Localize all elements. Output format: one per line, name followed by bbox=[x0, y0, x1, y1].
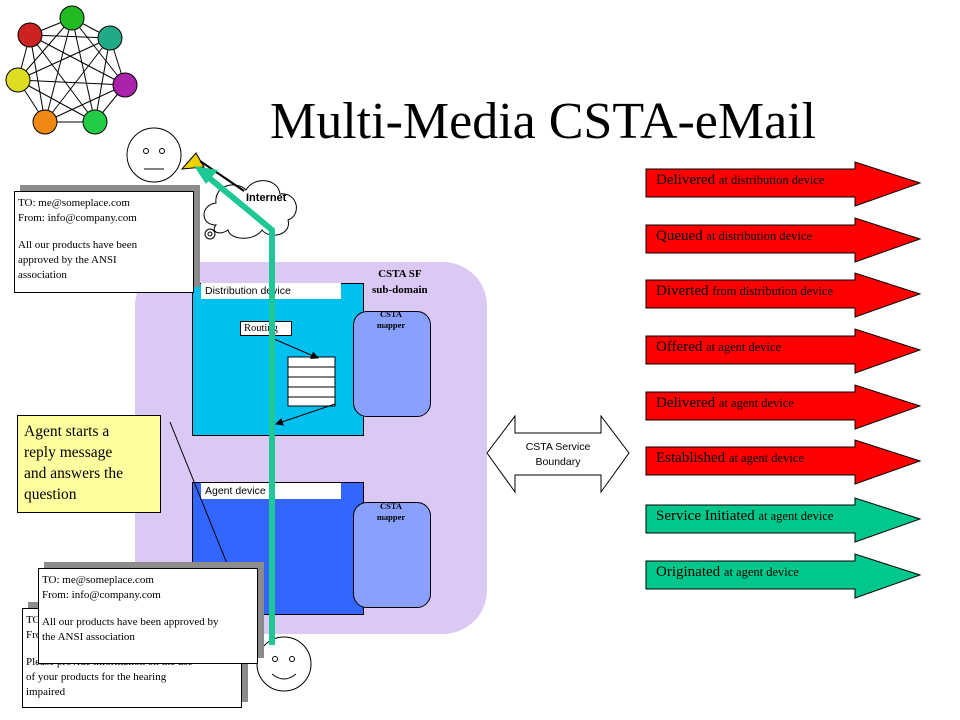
event-name: Delivered bbox=[656, 395, 719, 411]
event-arrow bbox=[645, 497, 921, 543]
mapper-label-line2: mapper bbox=[376, 320, 406, 330]
email-note-bottom-front: TO: me@someplace.com From: info@company.… bbox=[38, 568, 258, 664]
event-location: at agent device bbox=[706, 340, 782, 354]
email-body-line: All our products have been approved by bbox=[42, 616, 219, 628]
callout-pointer bbox=[169, 421, 237, 587]
subdomain-label-line2: sub-domain bbox=[372, 284, 428, 296]
service-boundary-line2: Boundary bbox=[535, 456, 581, 468]
mapper-label-line2: mapper bbox=[376, 512, 406, 522]
event-name: Service Initiated bbox=[656, 508, 759, 524]
event-arrow bbox=[645, 439, 921, 485]
email-to-line: TO: me@someplace.com bbox=[18, 197, 130, 209]
email-body-line: the ANSI association bbox=[42, 631, 135, 643]
email-body-line: approved by the ANSI bbox=[18, 254, 117, 266]
event-arrow bbox=[645, 161, 921, 207]
event-label: Delivered at distribution device bbox=[656, 172, 824, 189]
event-arrow bbox=[645, 328, 921, 374]
service-boundary-arrow bbox=[486, 415, 630, 494]
email-to-line: TO bbox=[26, 614, 41, 626]
event-label: Offered at agent device bbox=[656, 339, 781, 356]
callout-line3: and answers the bbox=[24, 465, 123, 482]
callout-line2: reply message bbox=[24, 444, 113, 461]
event-label: Diverted from distribution device bbox=[656, 283, 833, 300]
event-name: Offered bbox=[656, 339, 707, 355]
email-note-top: TO: me@someplace.com From: info@company.… bbox=[14, 191, 194, 293]
event-location: from distribution device bbox=[712, 284, 834, 298]
queue-stack bbox=[273, 338, 336, 426]
customer-face bbox=[126, 127, 245, 192]
event-arrow bbox=[645, 553, 921, 599]
email-body-line: of your products for the hearing bbox=[26, 671, 167, 683]
mapper-label-line1: CSTA bbox=[379, 309, 403, 319]
routing-label: Routing bbox=[240, 321, 292, 336]
service-boundary-line1: CSTA Service bbox=[525, 441, 591, 453]
event-location: at agent device bbox=[728, 451, 804, 465]
network-logo bbox=[5, 5, 138, 135]
email-body-line: association bbox=[18, 269, 67, 281]
internet-label: Internet bbox=[246, 192, 287, 204]
event-label: Established at agent device bbox=[656, 450, 804, 467]
subdomain-label-line1: CSTA SF bbox=[378, 268, 422, 280]
event-location: at distribution device bbox=[718, 173, 825, 187]
email-from-line: From: info@company.com bbox=[42, 589, 161, 601]
subdomain-label: CSTA SF sub-domain bbox=[372, 266, 428, 298]
event-location: at agent device bbox=[758, 509, 834, 523]
mapper-label-line1: CSTA bbox=[379, 501, 403, 511]
callout-line1: Agent starts a bbox=[24, 423, 110, 440]
callout-line4: question bbox=[24, 486, 77, 503]
agent-reply-callout: Agent starts a reply message and answers… bbox=[17, 415, 161, 513]
event-location: at agent device bbox=[718, 396, 794, 410]
event-label: Service Initiated at agent device bbox=[656, 508, 833, 525]
event-name: Diverted bbox=[656, 283, 713, 299]
email-from-line: From: info@company.com bbox=[18, 212, 137, 224]
email-from-line: Fro bbox=[26, 629, 42, 641]
event-arrow bbox=[645, 272, 921, 318]
event-label: Queued at distribution device bbox=[656, 228, 812, 245]
event-label: Delivered at agent device bbox=[656, 395, 794, 412]
page-title: Multi-Media CSTA-eMail bbox=[270, 93, 817, 150]
csta-mapper-agent bbox=[353, 502, 431, 608]
agent-face bbox=[256, 636, 312, 692]
service-boundary-label: CSTA Service Boundary bbox=[510, 440, 606, 470]
csta-mapper-distribution-label: CSTA mapper bbox=[366, 309, 416, 331]
message-path-arrow bbox=[194, 166, 275, 645]
event-arrow bbox=[645, 217, 921, 263]
email-to-line: TO: me@someplace.com bbox=[42, 574, 154, 586]
csta-mapper-distribution bbox=[353, 311, 431, 417]
event-label: Originated at agent device bbox=[656, 564, 799, 581]
event-name: Established bbox=[656, 450, 729, 466]
event-arrow bbox=[645, 384, 921, 430]
event-name: Delivered bbox=[656, 172, 719, 188]
email-body-line: All our products have been bbox=[18, 239, 138, 251]
event-name: Originated bbox=[656, 564, 724, 580]
email-body-line: impaired bbox=[26, 686, 66, 698]
event-location: at agent device bbox=[723, 565, 799, 579]
event-name: Queued bbox=[656, 228, 707, 244]
event-location: at distribution device bbox=[706, 229, 812, 243]
csta-mapper-agent-label: CSTA mapper bbox=[366, 501, 416, 523]
